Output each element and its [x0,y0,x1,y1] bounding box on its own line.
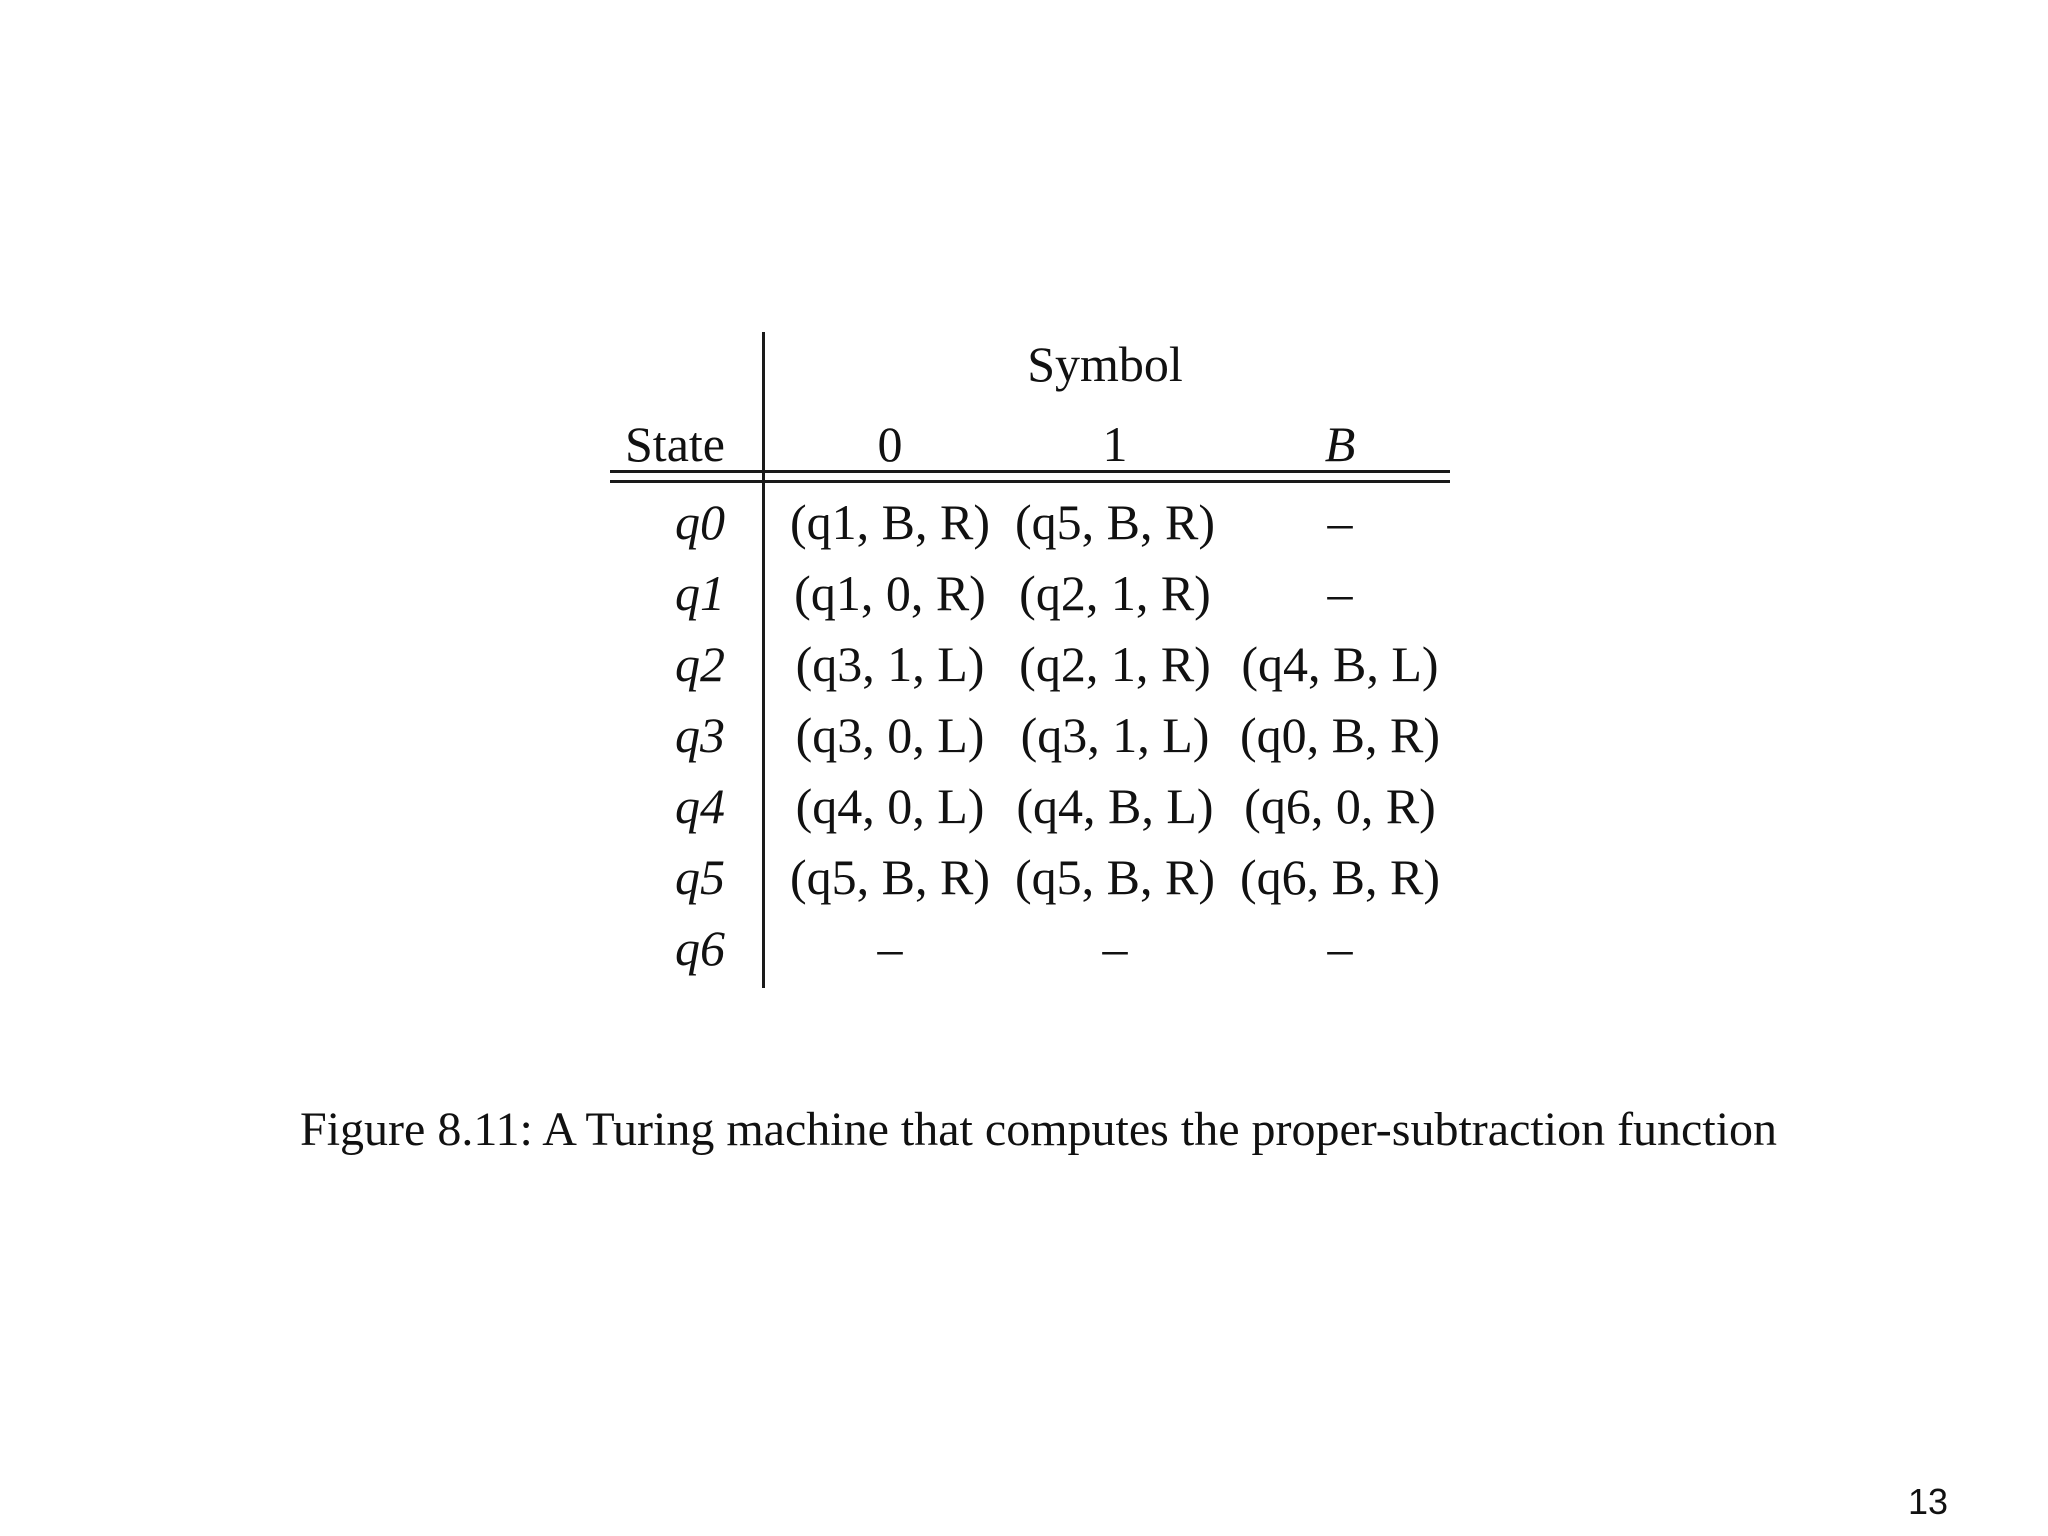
table-cell: (q4, 0, L) [795,778,985,834]
table-cell: – [1327,920,1353,976]
symbol-0-header: 0 [877,416,903,472]
figure-caption: Figure 8.11: A Turing machine that compu… [300,1103,1778,1156]
page-number: 13 [1907,1481,1948,1522]
table-cell: (q3, 1, L) [1020,707,1210,763]
table-header-rule-bottom [610,480,1450,483]
transition-table: Symbol State 0 1 B q0 (q1, B, R) (q5, B,… [605,332,1450,992]
table-cell: – [877,920,903,976]
table-cell: – [1327,565,1353,621]
symbol-b-header: B [1324,416,1356,472]
state-header: State [625,416,725,472]
table-cell: (q2, 1, R) [1019,636,1211,692]
table-cell: (q5, B, R) [1015,849,1215,905]
table-cell: (q2, 1, R) [1019,565,1211,621]
state-label: q0 [675,494,725,550]
symbol-header: Symbol [1027,336,1183,392]
state-label: q6 [675,920,725,976]
table-header-rule-top [610,470,1450,473]
table-cell: (q3, 0, L) [795,707,985,763]
table-cell: (q5, B, R) [1015,494,1215,550]
symbol-1-header: 1 [1102,416,1128,472]
table-cell: (q1, 0, R) [794,565,986,621]
state-label: q1 [675,565,725,621]
table-cell: – [1327,494,1353,550]
table-vertical-rule [762,332,765,988]
table-cell: (q1, B, R) [790,494,990,550]
table-cell: (q3, 1, L) [795,636,985,692]
state-label: q2 [675,636,725,692]
table-cell: (q4, B, L) [1016,778,1214,834]
state-label: q5 [675,849,725,905]
table-cell: (q0, B, R) [1240,707,1440,763]
state-label: q4 [675,778,725,834]
state-label: q3 [675,707,725,763]
table-cell: – [1102,920,1128,976]
table-cell: (q6, 0, R) [1244,778,1436,834]
table-cell: (q6, B, R) [1240,849,1440,905]
table-cell: (q5, B, R) [790,849,990,905]
table-cell: (q4, B, L) [1241,636,1439,692]
